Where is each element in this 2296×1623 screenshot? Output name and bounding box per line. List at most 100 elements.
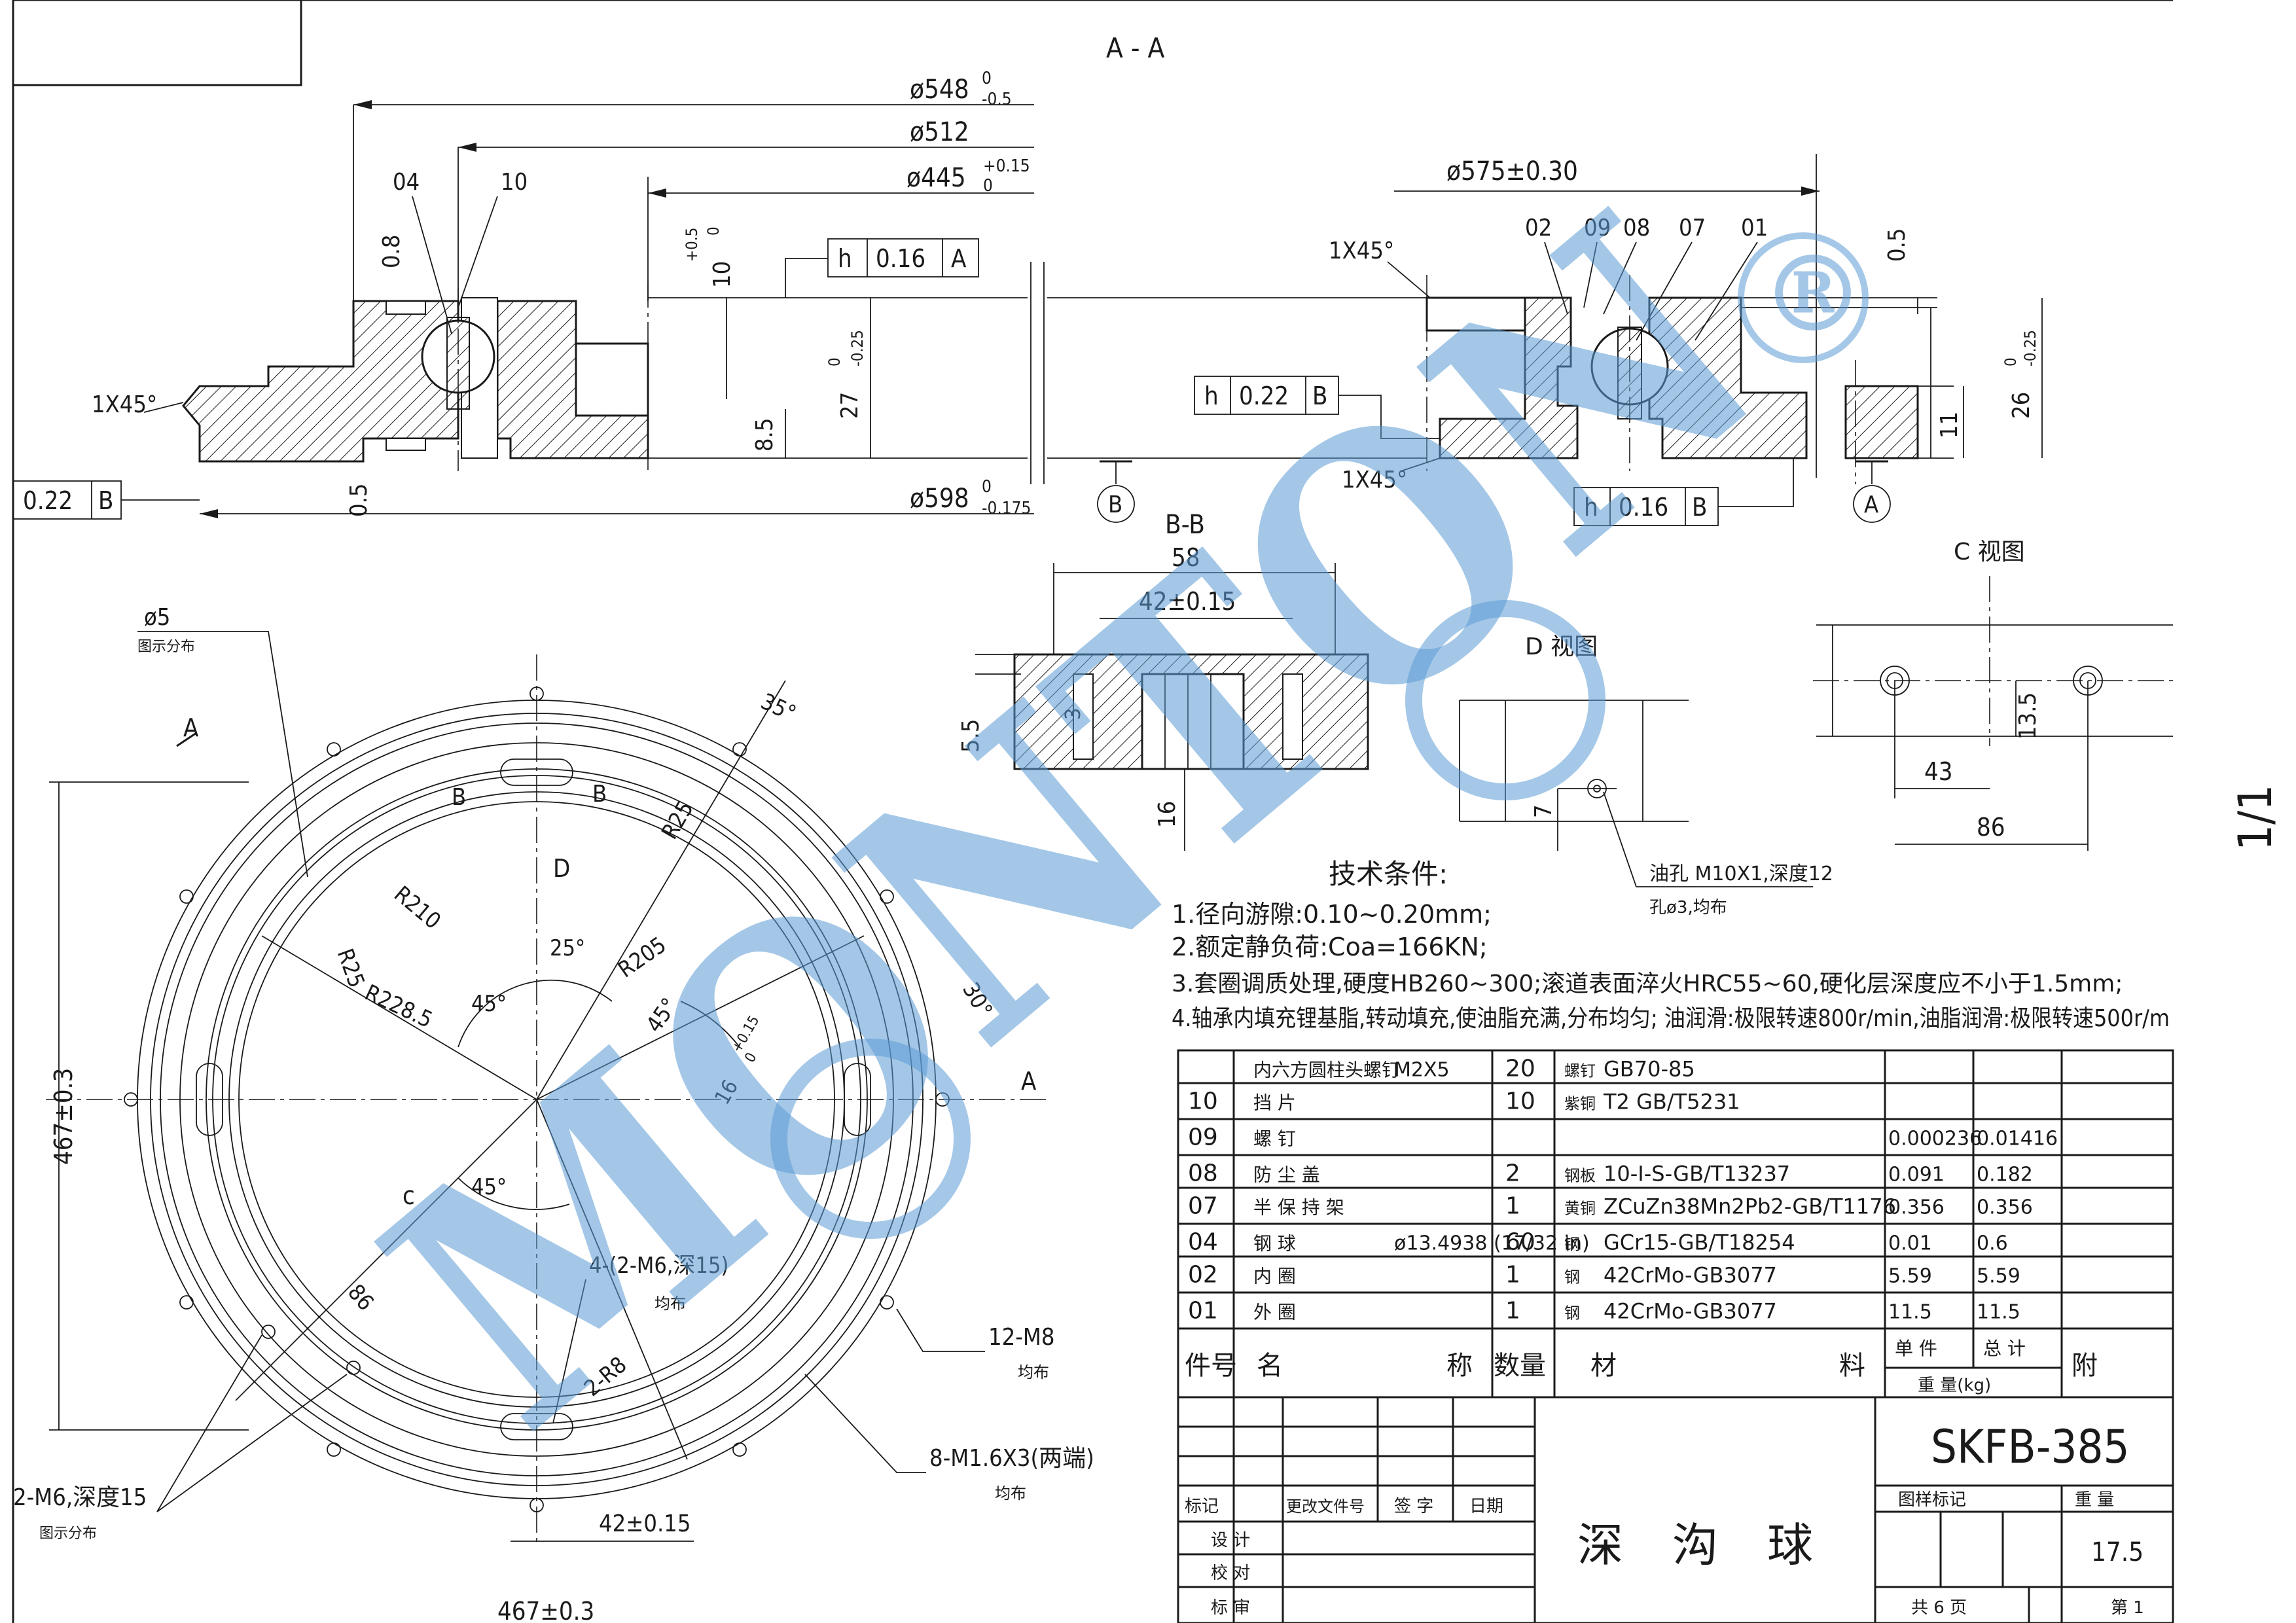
- svg-text:B: B: [1692, 493, 1707, 522]
- svg-text:h: h: [838, 244, 852, 273]
- bom-cell-total: 0.182: [1977, 1164, 2033, 1186]
- svg-text:08: 08: [1623, 215, 1650, 241]
- section-a-a: A - A ø548 0 -0.5 ø512 ø445 +0.15 0 ø575…: [12, 32, 2043, 526]
- bom-cell-spec: ø13.4938 (17/32 in): [1394, 1232, 1590, 1255]
- fcf-bottom: h 0.16 B: [1573, 458, 1794, 526]
- svg-text:A: A: [1021, 1067, 1037, 1096]
- svg-text:35°: 35°: [757, 688, 800, 727]
- scale: 1/1: [2229, 785, 2282, 851]
- svg-text:2-M6,深度15: 2-M6,深度15: [13, 1484, 147, 1511]
- svg-text:13.5: 13.5: [2015, 692, 2041, 740]
- bom-cell-unit: 0.356: [1888, 1196, 1945, 1219]
- svg-text:0.5: 0.5: [1884, 228, 1910, 262]
- bom-cell-mat_prefix: 钢板: [1564, 1167, 1596, 1185]
- dim-575: ø575±0.30: [1446, 156, 1578, 187]
- bom-cell-material: 10-I-S-GB/T13237: [1604, 1162, 1790, 1186]
- svg-text:467±0.3: 467±0.3: [49, 1068, 78, 1165]
- bom-cell-material: ZCuZn38Mn2Pb2-GB/T1176: [1604, 1194, 1896, 1219]
- drawing-border: [12, 0, 2173, 1623]
- svg-text:A: A: [1864, 491, 1878, 518]
- svg-text:0.22: 0.22: [1239, 382, 1289, 410]
- bom-cell-total: 5.59: [1977, 1265, 2020, 1288]
- svg-text:h: h: [1584, 493, 1598, 522]
- svg-text:均布: 均布: [655, 1294, 686, 1313]
- svg-text:0.16: 0.16: [1619, 493, 1668, 522]
- svg-text:日期: 日期: [1469, 1497, 1503, 1516]
- bom-cell-material: GCr15-GB/T18254: [1604, 1230, 1795, 1255]
- svg-text:0: 0: [2001, 357, 2020, 366]
- fcf-left: 0.22 B: [12, 480, 200, 520]
- svg-text:-0.25: -0.25: [848, 330, 867, 366]
- dim-445: ø445: [906, 163, 966, 193]
- svg-text:均布: 均布: [995, 1484, 1026, 1503]
- svg-text:45°: 45°: [471, 1174, 507, 1200]
- bom-cell-material: T2 GB/T5231: [1603, 1090, 1740, 1115]
- svg-text:标 审: 标 审: [1211, 1598, 1250, 1618]
- bom-cell-qty: 1: [1505, 1262, 1520, 1289]
- svg-text:ø5: ø5: [144, 604, 170, 631]
- svg-text:件号: 件号: [1185, 1351, 1237, 1381]
- svg-text:均布: 均布: [1018, 1363, 1049, 1382]
- svg-text:8-M1.6X3(两端): 8-M1.6X3(两端): [929, 1445, 1094, 1472]
- dim-598: ø598: [910, 484, 969, 514]
- bom-cell-unit: 0.091: [1888, 1164, 1945, 1186]
- svg-text:+0.15: +0.15: [983, 156, 1030, 176]
- part-name: 深 沟 球: [1577, 1518, 1813, 1572]
- bom-cell-material: GB70-85: [1604, 1057, 1695, 1082]
- svg-text:467±0.3: 467±0.3: [497, 1597, 594, 1623]
- svg-text:8.5: 8.5: [751, 418, 778, 452]
- bom-cell-mat_prefix: 钢: [1564, 1236, 1580, 1254]
- svg-text:第 1: 第 1: [2111, 1598, 2144, 1618]
- left-ring-section: [182, 262, 1427, 484]
- bom-cell-total: 0.6: [1977, 1232, 2008, 1255]
- bom-cell-name: 半 保 持 架: [1253, 1197, 1344, 1219]
- svg-text:0.5: 0.5: [346, 484, 372, 518]
- bom-cell-qty: 60: [1505, 1229, 1535, 1256]
- svg-text:共 6 页: 共 6 页: [1911, 1598, 1967, 1618]
- svg-text:-0.25: -0.25: [2021, 330, 2039, 366]
- bom-cell-material: 42CrMo-GB3077: [1604, 1299, 1777, 1324]
- svg-text:A: A: [183, 713, 199, 742]
- bom-table: [1177, 1049, 2174, 1399]
- svg-text:c: c: [403, 1181, 415, 1210]
- svg-text:图示分布: 图示分布: [39, 1525, 97, 1542]
- svg-text:总 计: 总 计: [1983, 1338, 2026, 1359]
- bom-cell-no: 09: [1188, 1124, 1218, 1151]
- svg-text:标记: 标记: [1185, 1497, 1219, 1516]
- model-number: SKFB-385: [1931, 1420, 2130, 1474]
- bom-cell-total: 0.01416: [1977, 1128, 2058, 1150]
- svg-text:B: B: [592, 781, 607, 808]
- fcf-top: h 0.16 A: [785, 238, 979, 298]
- bom-cell-qty: 1: [1505, 1298, 1520, 1325]
- bom-cell-name: 外 圈: [1253, 1302, 1296, 1323]
- svg-text:86: 86: [342, 1279, 379, 1316]
- svg-text:0: 0: [983, 176, 993, 196]
- svg-text:D: D: [553, 854, 570, 883]
- bom-cell-name: 钢 球: [1253, 1233, 1296, 1255]
- bom-cell-name: 防 尘 盖: [1253, 1164, 1320, 1186]
- svg-text:12-M8: 12-M8: [988, 1324, 1054, 1351]
- svg-text:B-B: B-B: [1165, 510, 1205, 540]
- bom-cell-qty: 1: [1505, 1193, 1520, 1220]
- svg-text:3.套圈调质处理,硬度HB260~300;滚道表面淬火HRC: 3.套圈调质处理,硬度HB260~300;滚道表面淬火HRC55~60,硬化层深…: [1172, 971, 2123, 997]
- svg-text:3: 3: [1060, 708, 1085, 720]
- svg-text:09: 09: [1584, 215, 1611, 241]
- bom-cell-spec: M2X5: [1394, 1059, 1450, 1082]
- section-b-b: B-B 58 42±0.15 5.5 3 16: [958, 510, 1369, 851]
- svg-text:10: 10: [709, 261, 736, 288]
- svg-text:4.轴承内填充锂基脂,转动填充,使油脂充满,分布均匀; 油润: 4.轴承内填充锂基脂,转动填充,使油脂充满,分布均匀; 油润滑:极限转速800r…: [1172, 1005, 2170, 1032]
- registered-mark: ®: [1761, 232, 1865, 355]
- title-block: SKFB-385 深 沟 球 标记 更改文件号 签 字 日期 设 计 校 对 标…: [1177, 785, 2282, 1623]
- bom-cell-material: 42CrMo-GB3077: [1604, 1263, 1777, 1288]
- bom-cell-mat_prefix: 紫铜: [1564, 1095, 1596, 1113]
- view-c: C 视图 13.5 43 86: [1813, 539, 2173, 851]
- svg-text:图示分布: 图示分布: [137, 639, 195, 655]
- bom-cell-unit: 0.000236: [1888, 1128, 1982, 1150]
- svg-text:04: 04: [393, 169, 420, 196]
- svg-text:校 对: 校 对: [1211, 1563, 1250, 1583]
- bom-cell-no: 02: [1188, 1262, 1218, 1289]
- svg-text:技术条件:: 技术条件:: [1329, 858, 1448, 890]
- bom-cell-mat_prefix: 钢: [1564, 1304, 1580, 1323]
- svg-text:设 计: 设 计: [1211, 1531, 1250, 1550]
